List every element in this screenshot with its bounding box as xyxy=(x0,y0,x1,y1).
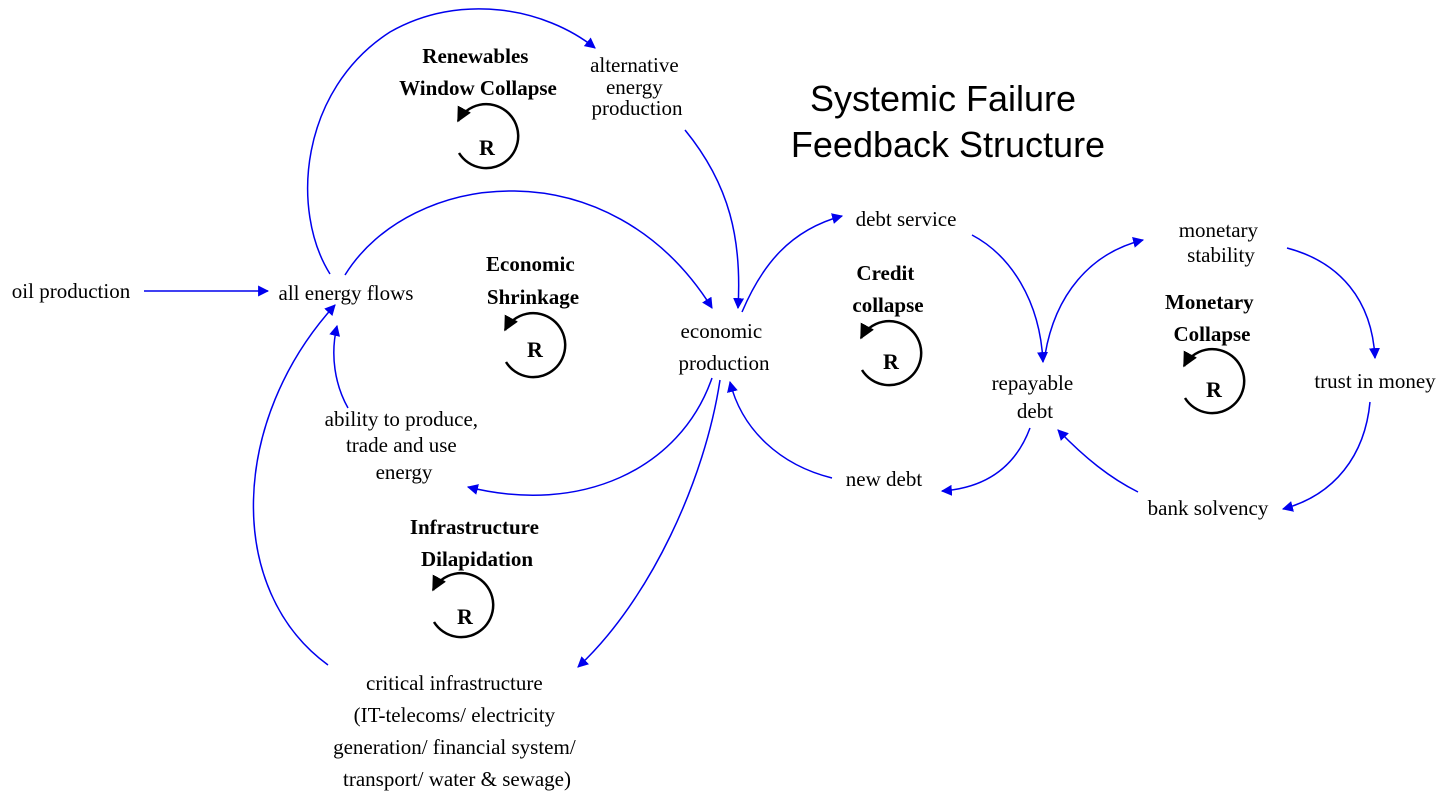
link-repayable-to-monetary-stability xyxy=(1044,237,1145,356)
variable-line: repayable xyxy=(992,371,1074,395)
variable-bank-solvency: bank solvency xyxy=(1148,496,1269,520)
title-line: Systemic Failure xyxy=(810,78,1076,119)
link-trust-to-bank-solvency xyxy=(1281,401,1371,512)
variable-line: stability xyxy=(1187,243,1255,267)
variable-line: bank solvency xyxy=(1148,496,1269,520)
loop-name-line: Window Collapse xyxy=(399,76,557,100)
loop-arrow-icon xyxy=(503,311,567,379)
loop-polarity: R xyxy=(1206,377,1223,402)
link-new-debt-to-economic xyxy=(727,380,833,479)
loop-name-line: collapse xyxy=(852,293,923,317)
loop-arrow-icon xyxy=(431,571,495,639)
loop-renewables-indicator: R xyxy=(456,102,520,170)
link-economic-to-ability xyxy=(466,377,713,496)
loop-name-line: Economic xyxy=(486,252,575,276)
link-economic-to-debt-service xyxy=(741,213,844,313)
loop-name-line: Dilapidation xyxy=(421,547,533,571)
variable-alternative-energy-production: alternative energy production xyxy=(590,53,684,120)
variable-line: monetary xyxy=(1179,218,1259,242)
variable-line: critical infrastructure xyxy=(366,671,543,695)
link-alternative-to-economic xyxy=(684,129,745,310)
variable-debt-service: debt service xyxy=(856,207,957,231)
loop-polarity: R xyxy=(479,135,496,160)
loop-name-line: Renewables xyxy=(422,44,528,68)
loop-arrow-icon xyxy=(1182,347,1246,415)
loop-name-line: Collapse xyxy=(1173,322,1250,346)
loop-arrow-icon xyxy=(859,319,923,387)
link-infrastructure-to-energy xyxy=(252,304,336,666)
variable-line: production xyxy=(592,96,683,120)
variable-line: energy xyxy=(606,75,663,99)
loop-polarity: R xyxy=(457,604,474,629)
link-repayable-to-new-debt xyxy=(940,427,1031,496)
loop-name-line: Shrinkage xyxy=(487,285,579,309)
variable-line: debt xyxy=(1017,399,1053,423)
link-energy-to-alternative xyxy=(307,8,596,275)
variable-line: debt service xyxy=(856,207,957,231)
variable-line: generation/ financial system/ xyxy=(333,735,576,759)
loop-economic-indicator: R xyxy=(503,311,567,379)
variable-ability-to-produce: ability to produce, trade and use energy xyxy=(325,407,484,484)
variable-line: energy xyxy=(376,460,433,484)
loop-name-infrastructure: Infrastructure Dilapidation xyxy=(410,515,544,571)
loop-name-line: Infrastructure xyxy=(410,515,539,539)
variable-line: alternative xyxy=(590,53,679,77)
loop-name-monetary: Monetary Collapse xyxy=(1165,290,1259,346)
variable-new-debt: new debt xyxy=(846,467,923,491)
loop-arrow-icon xyxy=(456,102,520,170)
variable-all-energy-flows: all energy flows xyxy=(279,281,414,305)
variable-economic-production: economic production xyxy=(679,319,770,375)
loop-monetary-indicator: R xyxy=(1182,347,1246,415)
variable-line: oil production xyxy=(12,279,131,303)
link-energy-to-economic xyxy=(344,190,713,309)
loop-infrastructure-indicator: R xyxy=(431,571,495,639)
link-monetary-stability-to-trust xyxy=(1286,247,1380,360)
variable-trust-in-money: trust in money xyxy=(1314,369,1436,393)
variable-line: all energy flows xyxy=(279,281,414,305)
variable-repayable-debt: repayable debt xyxy=(992,371,1079,423)
loop-name-credit: Credit collapse xyxy=(852,261,923,317)
variable-line: trade and use xyxy=(346,433,457,457)
title-line: Feedback Structure xyxy=(791,124,1105,165)
loop-name-economic: Economic Shrinkage xyxy=(486,252,580,309)
loop-name-renewables: Renewables Window Collapse xyxy=(399,44,557,100)
variable-line: production xyxy=(679,351,770,375)
variable-line: new debt xyxy=(846,467,923,491)
variable-line: economic xyxy=(681,319,763,343)
variable-oil-production: oil production xyxy=(12,279,131,303)
link-economic-to-infrastructure xyxy=(577,379,721,668)
link-ability-to-energy xyxy=(329,324,349,409)
variable-line: (IT-telecoms/ electricity xyxy=(354,703,556,727)
loop-polarity: R xyxy=(527,337,544,362)
variable-monetary-stability: monetary stability xyxy=(1179,218,1264,267)
variable-line: trust in money xyxy=(1314,369,1436,393)
loop-name-line: Credit xyxy=(856,261,914,285)
diagram-title: Systemic Failure Feedback Structure xyxy=(791,78,1105,165)
variable-line: transport/ water & sewage) xyxy=(343,767,571,791)
link-bank-solvency-to-repayable xyxy=(1057,429,1139,493)
loop-name-line: Monetary xyxy=(1165,290,1254,314)
variable-line: ability to produce, xyxy=(325,407,478,431)
variable-critical-infrastructure: critical infrastructure (IT-telecoms/ el… xyxy=(333,671,581,791)
causal-links xyxy=(144,8,1380,668)
loop-credit-indicator: R xyxy=(859,319,923,387)
loop-polarity: R xyxy=(883,349,900,374)
link-debt-service-to-repayable xyxy=(971,234,1049,364)
